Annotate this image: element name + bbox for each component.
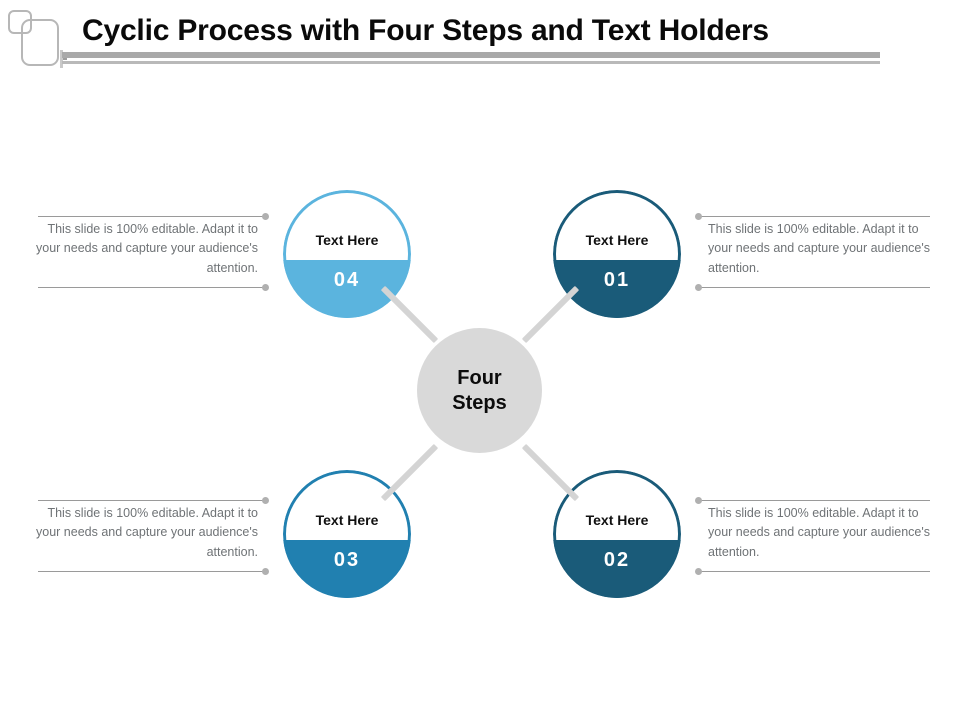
step-03-ring: [283, 470, 411, 598]
connector-line-step-01-bottom: [700, 287, 930, 288]
step-02-number: 02: [603, 549, 631, 572]
caption-step-01: This slide is 100% editable. Adapt it to…: [708, 222, 930, 275]
overlapping-squares-logo-icon: [8, 10, 67, 68]
connector-dot-step-04-bottom: [262, 284, 269, 291]
connector-dot-step-01-bottom: [695, 284, 702, 291]
connector-dot-step-02-top: [695, 497, 702, 504]
connector-dot-step-02-bottom: [695, 568, 702, 575]
step-01-number: 01: [603, 269, 631, 292]
step-node-01[interactable]: Text Here 01: [553, 190, 681, 318]
step-04-label: Text Here: [315, 232, 379, 249]
connector-line-step-03-bottom: [38, 571, 268, 572]
connector-line-step-03-top: [38, 500, 268, 501]
logo-dash-mark: [60, 57, 67, 60]
center-hub-line-2: Steps: [452, 391, 507, 414]
step-02-ring: [553, 470, 681, 598]
connector-dot-step-03-bottom: [262, 568, 269, 575]
step-node-03[interactable]: Text Here 03: [283, 470, 411, 598]
caption-step-03: This slide is 100% editable. Adapt it to…: [36, 506, 258, 559]
center-hub[interactable]: Four Steps: [417, 328, 542, 453]
connector-line-step-04-top: [38, 216, 268, 217]
connector-line-step-02-top: [700, 500, 930, 501]
spoke-center-to-step-03: [380, 443, 439, 502]
connector-dot-step-03-top: [262, 497, 269, 504]
logo-square-large: [21, 19, 59, 66]
step-04-number: 04: [333, 269, 361, 292]
spoke-center-to-step-02: [521, 443, 580, 502]
step-01-label: Text Here: [585, 232, 649, 249]
title-rule-cap: [60, 50, 63, 68]
step-03-label: Text Here: [315, 512, 379, 529]
title-rule-thin: [62, 61, 880, 64]
step-03-number: 03: [333, 549, 361, 572]
title-rule-thick: [62, 52, 880, 58]
connector-line-step-02-bottom: [700, 571, 930, 572]
step-04-ring: [283, 190, 411, 318]
center-hub-line-1: Four: [457, 366, 502, 389]
connector-dot-step-01-top: [695, 213, 702, 220]
caption-step-04: This slide is 100% editable. Adapt it to…: [36, 222, 258, 275]
connector-dot-step-04-top: [262, 213, 269, 220]
connector-line-step-04-bottom: [38, 287, 268, 288]
connector-line-step-01-top: [700, 216, 930, 217]
page-title: Cyclic Process with Four Steps and Text …: [82, 14, 769, 47]
step-02-label: Text Here: [585, 512, 649, 529]
step-01-ring: [553, 190, 681, 318]
caption-step-02: This slide is 100% editable. Adapt it to…: [708, 506, 930, 559]
